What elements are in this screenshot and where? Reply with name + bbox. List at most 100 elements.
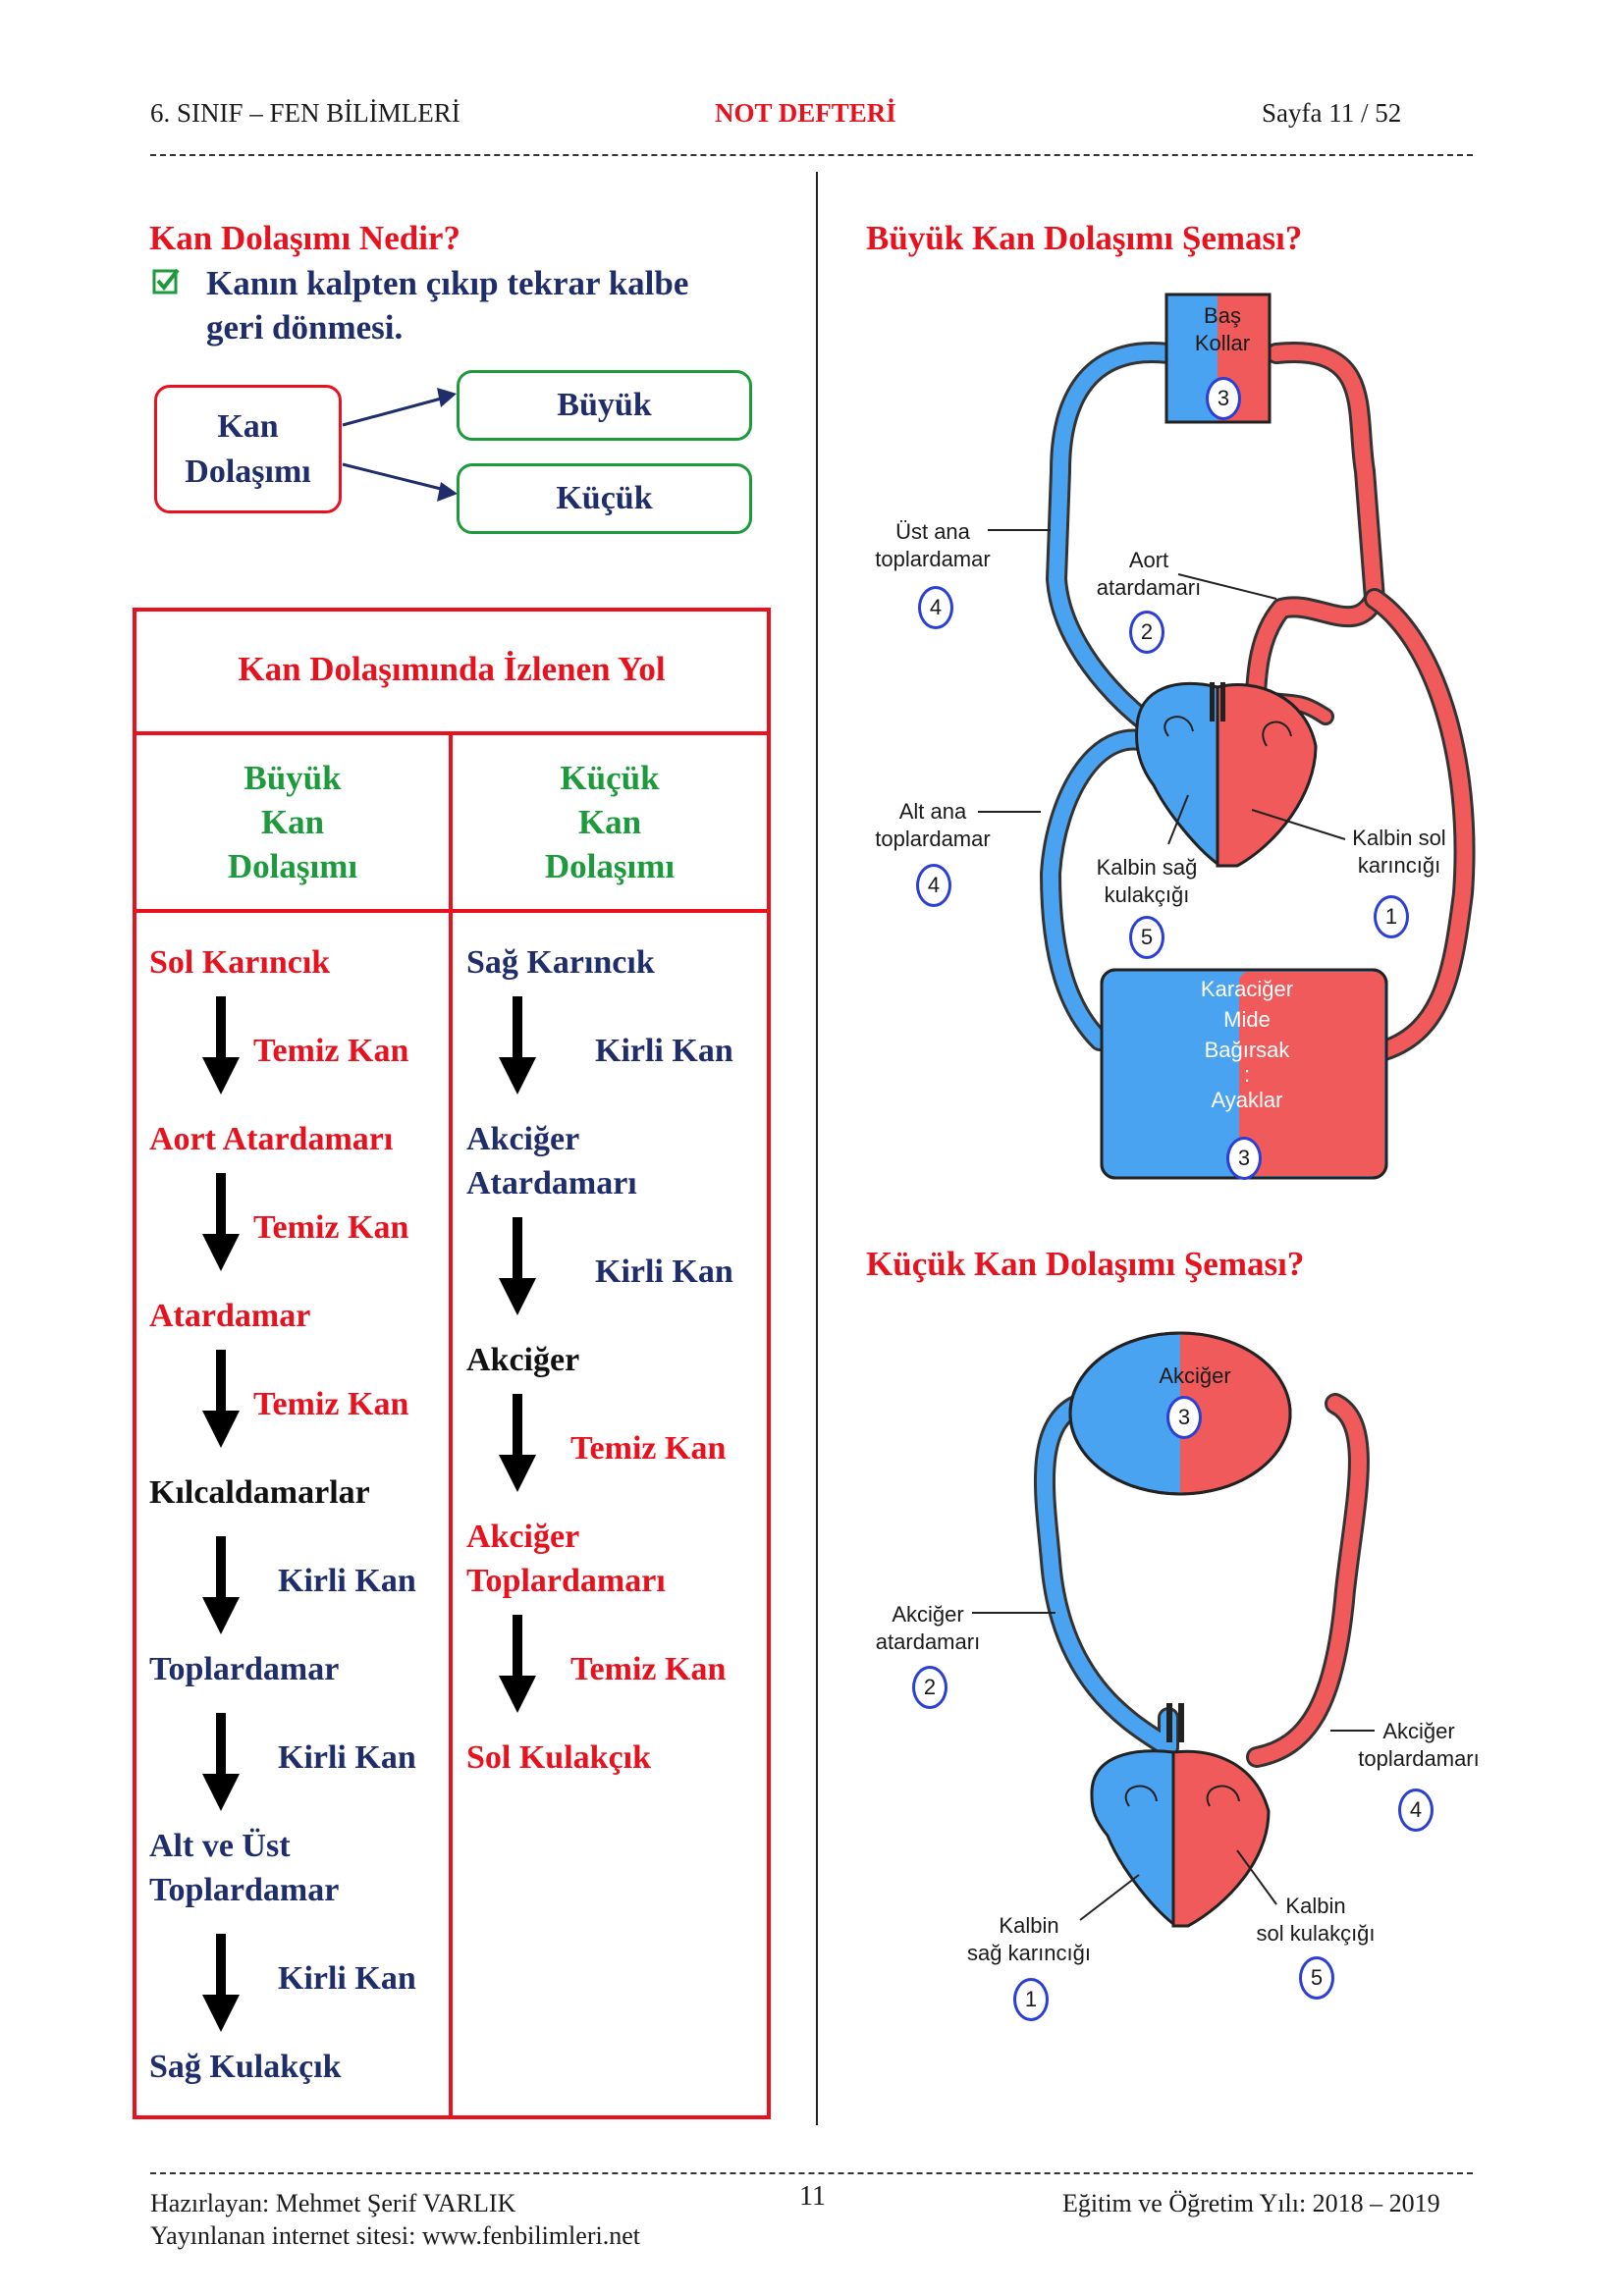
organs-label-line2: Mide [1223, 1007, 1271, 1032]
col1-arrow-label-2: Temiz Kan [253, 1209, 409, 1246]
organs-label-line4: : [1243, 1062, 1251, 1087]
aorta-label-line1: Aort [1128, 548, 1169, 572]
right-atrium-number: 5 [1129, 916, 1164, 959]
col1-header: Büyük Kan Dolaşımı [136, 756, 449, 888]
right-ventricle-number: 1 [1013, 1978, 1049, 2021]
right-ventricle-label-line1: Kalbin [999, 1913, 1059, 1938]
organs-label-line1: Karaciğer [1200, 977, 1294, 1001]
col2-down-arrow-2 [499, 1217, 536, 1315]
column-divider [816, 172, 818, 2125]
table-col-rule [449, 731, 453, 2119]
col2-arrow-label-2: Kirli Kan [595, 1254, 733, 1290]
col2-step-4-line2: Toplardamarı [466, 1563, 666, 1599]
col2-arrow-label-4: Temiz Kan [570, 1651, 727, 1687]
lung-label: Akciğer [1159, 1363, 1231, 1388]
col1-down-arrow-6 [202, 1934, 240, 2032]
intro-answer-line2: geri dönmesi. [206, 308, 404, 347]
col1-down-arrow-1 [202, 996, 240, 1095]
head-label-line1: Baş [1204, 303, 1241, 328]
col2-step-3: Akciğer [466, 1342, 580, 1378]
col1-header-line3: Dolaşımı [227, 847, 358, 885]
col2-step-5: Sol Kulakçık [466, 1739, 652, 1776]
col2-step-2: Akciğer Atardamarı [466, 1117, 637, 1205]
col2-down-arrow-3 [499, 1394, 536, 1492]
head-label-line2: Kollar [1194, 331, 1251, 355]
aorta-number: 2 [1129, 611, 1164, 654]
col1-step-6-line2: Toplardamar [149, 1872, 340, 1908]
col1-down-arrow-2 [202, 1173, 240, 1271]
lung-artery-label-line2: atardamarı [875, 1629, 981, 1654]
big-circulation-diagram [978, 293, 1476, 1180]
left-atrium-label-line2: sol kulakçığı [1256, 1921, 1376, 1946]
col2-arrow-label-3: Temiz Kan [570, 1430, 727, 1467]
upper-vein-label-line1: Üst ana [895, 519, 970, 544]
footer-author: Hazırlayan: Mehmet Şerif VARLIK [150, 2189, 516, 2217]
right-atrium-label-line2: kulakçığı [1104, 882, 1190, 907]
right-ventricle-label: Kalbin sağ karıncığı [950, 1912, 1108, 1967]
lung-vein-label: Akciğer toplardamarı [1350, 1718, 1488, 1773]
col1-step-6-line1: Alt ve Üst [149, 1828, 291, 1864]
lung-vein-label-line1: Akciğer [1382, 1719, 1455, 1743]
lower-vein-label-line1: Alt ana [898, 799, 967, 824]
right-atrium-label: Kalbin sağ kulakçığı [1088, 854, 1206, 909]
flow-arrows [202, 996, 536, 2032]
col1-step-2: Aort Atardamarı [149, 1121, 394, 1157]
lower-vein-label-line2: toplardamar [875, 827, 991, 851]
col1-step-7: Sağ Kulakçık [149, 2049, 342, 2085]
left-atrium-label-line1: Kalbin [1285, 1894, 1346, 1918]
organs-label: Karaciğer Mide Bağırsak : Ayaklar [1183, 974, 1311, 1115]
col2-header-line1: Küçük [560, 759, 660, 797]
organs-label-line5: Ayaklar [1211, 1088, 1283, 1112]
col1-step-5: Toplardamar [149, 1651, 340, 1687]
lung-number: 3 [1166, 1396, 1202, 1439]
footer-divider [150, 2172, 1473, 2174]
col2-header-line3: Dolaşımı [544, 847, 676, 885]
right-ventricle-label-line2: sağ karıncığı [967, 1941, 1091, 1965]
types-arrows [342, 388, 458, 502]
col2-header: Küçük Kan Dolaşımı [453, 756, 767, 888]
left-ventricle-number: 1 [1374, 895, 1409, 938]
upper-vein-label-line2: toplardamar [875, 547, 991, 571]
kan-dolasimi-box: Kan Dolaşımı [154, 385, 342, 513]
head-label: Baş Kollar [1173, 302, 1272, 357]
lung-vein-number: 4 [1398, 1789, 1434, 1832]
intro-answer-line1: Kanın kalpten çıkıp tekrar kalbe [206, 264, 689, 302]
header-center: NOT DEFTERİ [715, 98, 896, 128]
col1-step-4: Kılcaldamarlar [149, 1474, 370, 1511]
footer-site[interactable]: Yayınlanan internet sitesi: www.fenbilim… [150, 2221, 640, 2250]
header-divider [150, 154, 1473, 156]
left-ventricle-label-line1: Kalbin sol [1352, 826, 1446, 850]
checkbox-checked-icon [152, 267, 180, 294]
col1-header-line1: Büyük [244, 759, 342, 797]
big-scheme-title: Büyük Kan Dolaşımı Şeması? [866, 219, 1303, 257]
col1-down-arrow-5 [202, 1713, 240, 1811]
upper-vein-label: Üst ana toplardamar [869, 518, 997, 573]
kan-dolasimi-line2: Dolaşımı [185, 453, 311, 490]
lower-vein-label: Alt ana toplardamar [869, 798, 997, 853]
col1-header-line2: Kan [260, 803, 325, 841]
kan-dolasimi-line1: Kan [217, 407, 279, 445]
intro-question: Kan Dolaşımı Nedir? [149, 219, 460, 257]
col1-arrow-label-5: Kirli Kan [278, 1739, 416, 1776]
col1-arrow-label-4: Kirli Kan [278, 1563, 416, 1599]
col1-step-6: Alt ve Üst Toplardamar [149, 1824, 339, 1912]
organs-number: 3 [1226, 1137, 1262, 1180]
left-ventricle-label: Kalbin sol karıncığı [1335, 825, 1463, 880]
lower-vein-number: 4 [916, 864, 951, 907]
col2-down-arrow-1 [499, 996, 536, 1095]
left-ventricle-label-line2: karıncığı [1357, 853, 1441, 878]
lung-artery-number: 2 [912, 1666, 947, 1709]
head-number: 3 [1206, 377, 1241, 420]
aorta-label-line2: atardamarı [1096, 575, 1202, 600]
col1-arrow-label-1: Temiz Kan [253, 1033, 409, 1069]
col1-down-arrow-4 [202, 1536, 240, 1634]
lung-artery-label: Akciğer atardamarı [864, 1601, 992, 1656]
header-page: Sayfa 11 / 52 [1262, 98, 1402, 128]
upper-vein-number: 4 [918, 586, 953, 629]
col1-step-1: Sol Karıncık [149, 944, 331, 981]
col2-step-1: Sağ Karıncık [466, 944, 655, 981]
col1-down-arrow-3 [202, 1350, 240, 1448]
col2-step-4: Akciğer Toplardamarı [466, 1515, 666, 1603]
col2-step-2-line2: Atardamarı [466, 1165, 637, 1201]
col2-arrow-label-1: Kirli Kan [595, 1033, 733, 1069]
